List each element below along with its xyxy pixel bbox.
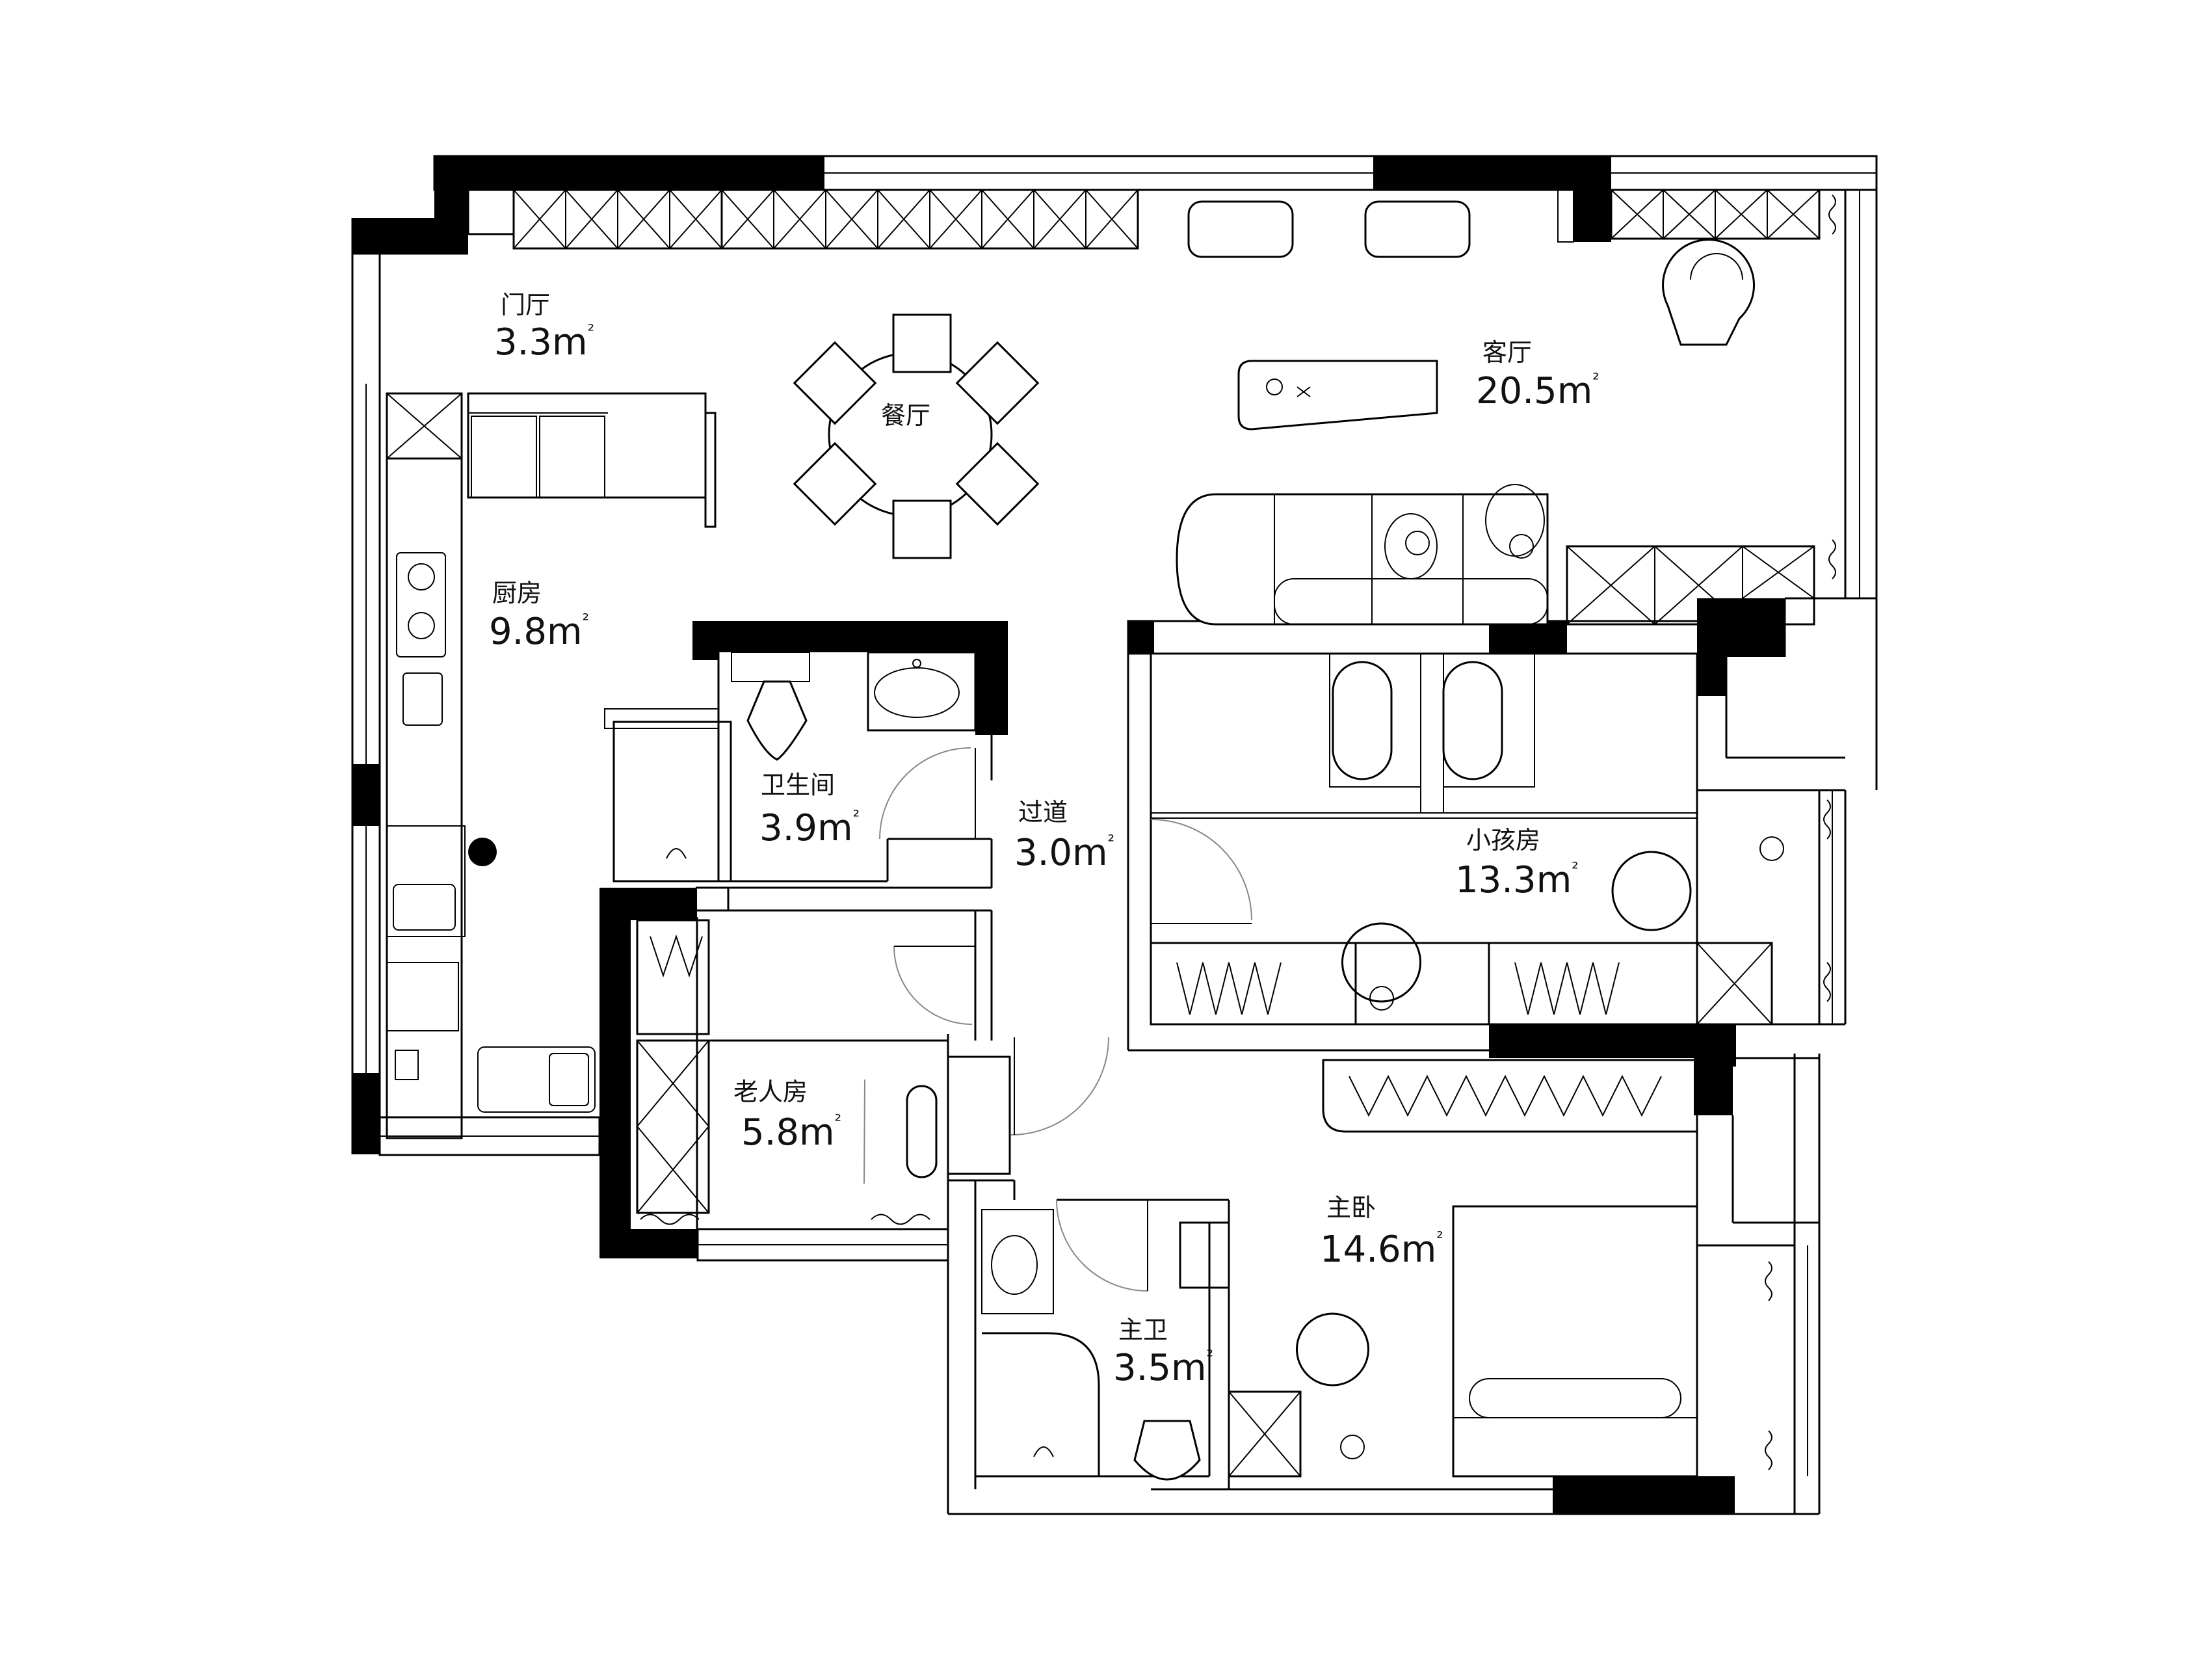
label-bathroom-name: 卫生间 [761,771,835,799]
living-furniture [1176,200,1815,626]
label-entrance-area: 3.3m² [494,321,594,364]
windows [365,172,1876,1476]
elder-furniture [636,919,938,1225]
label-master-bath-area: 3.5m² [1113,1347,1213,1389]
room-labels: 门厅 3.3m² 餐厅 客厅 20.5m² 厨房 9.8m² 卫生间 3.9m²… [489,291,1600,1389]
label-kids-area: 13.3m² [1455,859,1579,901]
label-master-bath-name: 主卫 [1118,1316,1168,1344]
doors [879,747,1252,1292]
label-master-name: 主卧 [1326,1193,1376,1222]
solid-walls [352,156,1785,1514]
label-living-name: 客厅 [1482,338,1532,367]
label-bathroom-area: 3.9m² [759,807,860,849]
label-elder-name: 老人房 [733,1078,808,1106]
label-kitchen-name: 厨房 [492,579,542,607]
label-corridor-area: 3.0m² [1014,832,1114,874]
bathroom-fixtures [666,651,977,859]
label-corridor-name: 过道 [1018,798,1068,827]
label-dining-name: 餐厅 [881,401,930,430]
label-entrance-name: 门厅 [501,291,550,319]
label-master-area: 14.6m² [1320,1228,1443,1271]
master-furniture [981,1059,1772,1481]
label-elder-area: 5.8m² [741,1111,841,1154]
kitchen-furniture [386,392,717,1139]
dining-set [793,313,1040,559]
label-living-area: 20.5m² [1476,370,1600,412]
top-cabinets [467,189,1836,579]
label-kids-name: 小孩房 [1466,826,1540,855]
kids-furniture [1150,653,1831,1026]
label-kitchen-area: 9.8m² [489,611,589,653]
